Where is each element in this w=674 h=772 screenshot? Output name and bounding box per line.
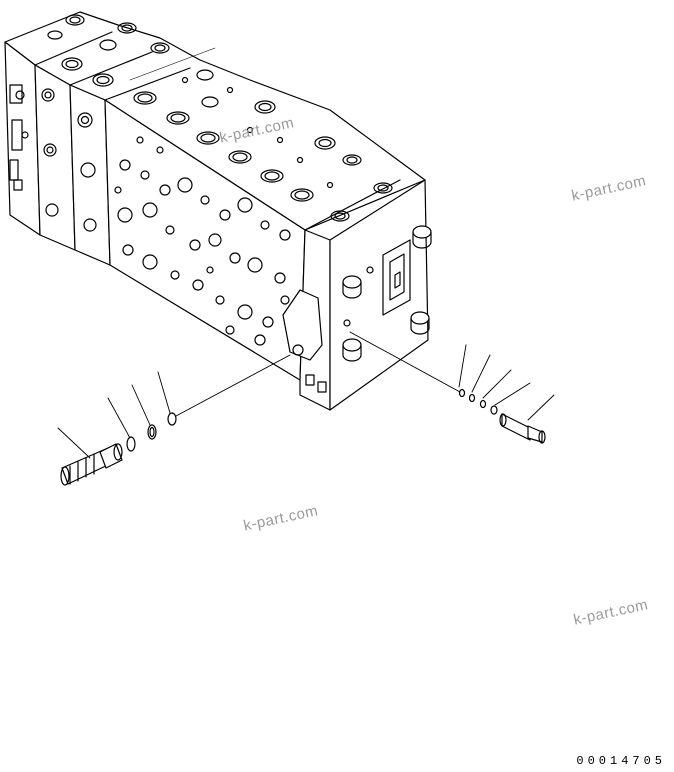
main-valve-body [4, 11, 432, 411]
o-ring-tiny-2 [468, 393, 476, 403]
leader-line [157, 371, 171, 414]
o-ring-small [167, 412, 177, 426]
leader-line [57, 427, 91, 459]
relief-valve-cartridge [60, 443, 123, 486]
o-ring-large [126, 436, 136, 452]
leader-line [527, 394, 555, 421]
leader-line [494, 382, 531, 406]
o-ring-tiny-1 [458, 388, 466, 398]
end-plate [342, 225, 432, 362]
port-holes [114, 136, 291, 346]
leader-line [482, 369, 512, 399]
leader-line [131, 384, 151, 426]
assembly-line-left [175, 354, 291, 417]
leader-line [107, 397, 131, 439]
leader-line [458, 344, 467, 388]
plug-screw [499, 413, 546, 444]
figure-number: 00014705 [576, 754, 666, 768]
o-ring-tiny-3 [479, 399, 487, 409]
backup-ring [147, 424, 157, 440]
o-ring-tiny-4 [490, 405, 498, 415]
top-ports [47, 14, 393, 222]
leader-line [471, 354, 491, 393]
assembly-line-right [349, 331, 461, 393]
